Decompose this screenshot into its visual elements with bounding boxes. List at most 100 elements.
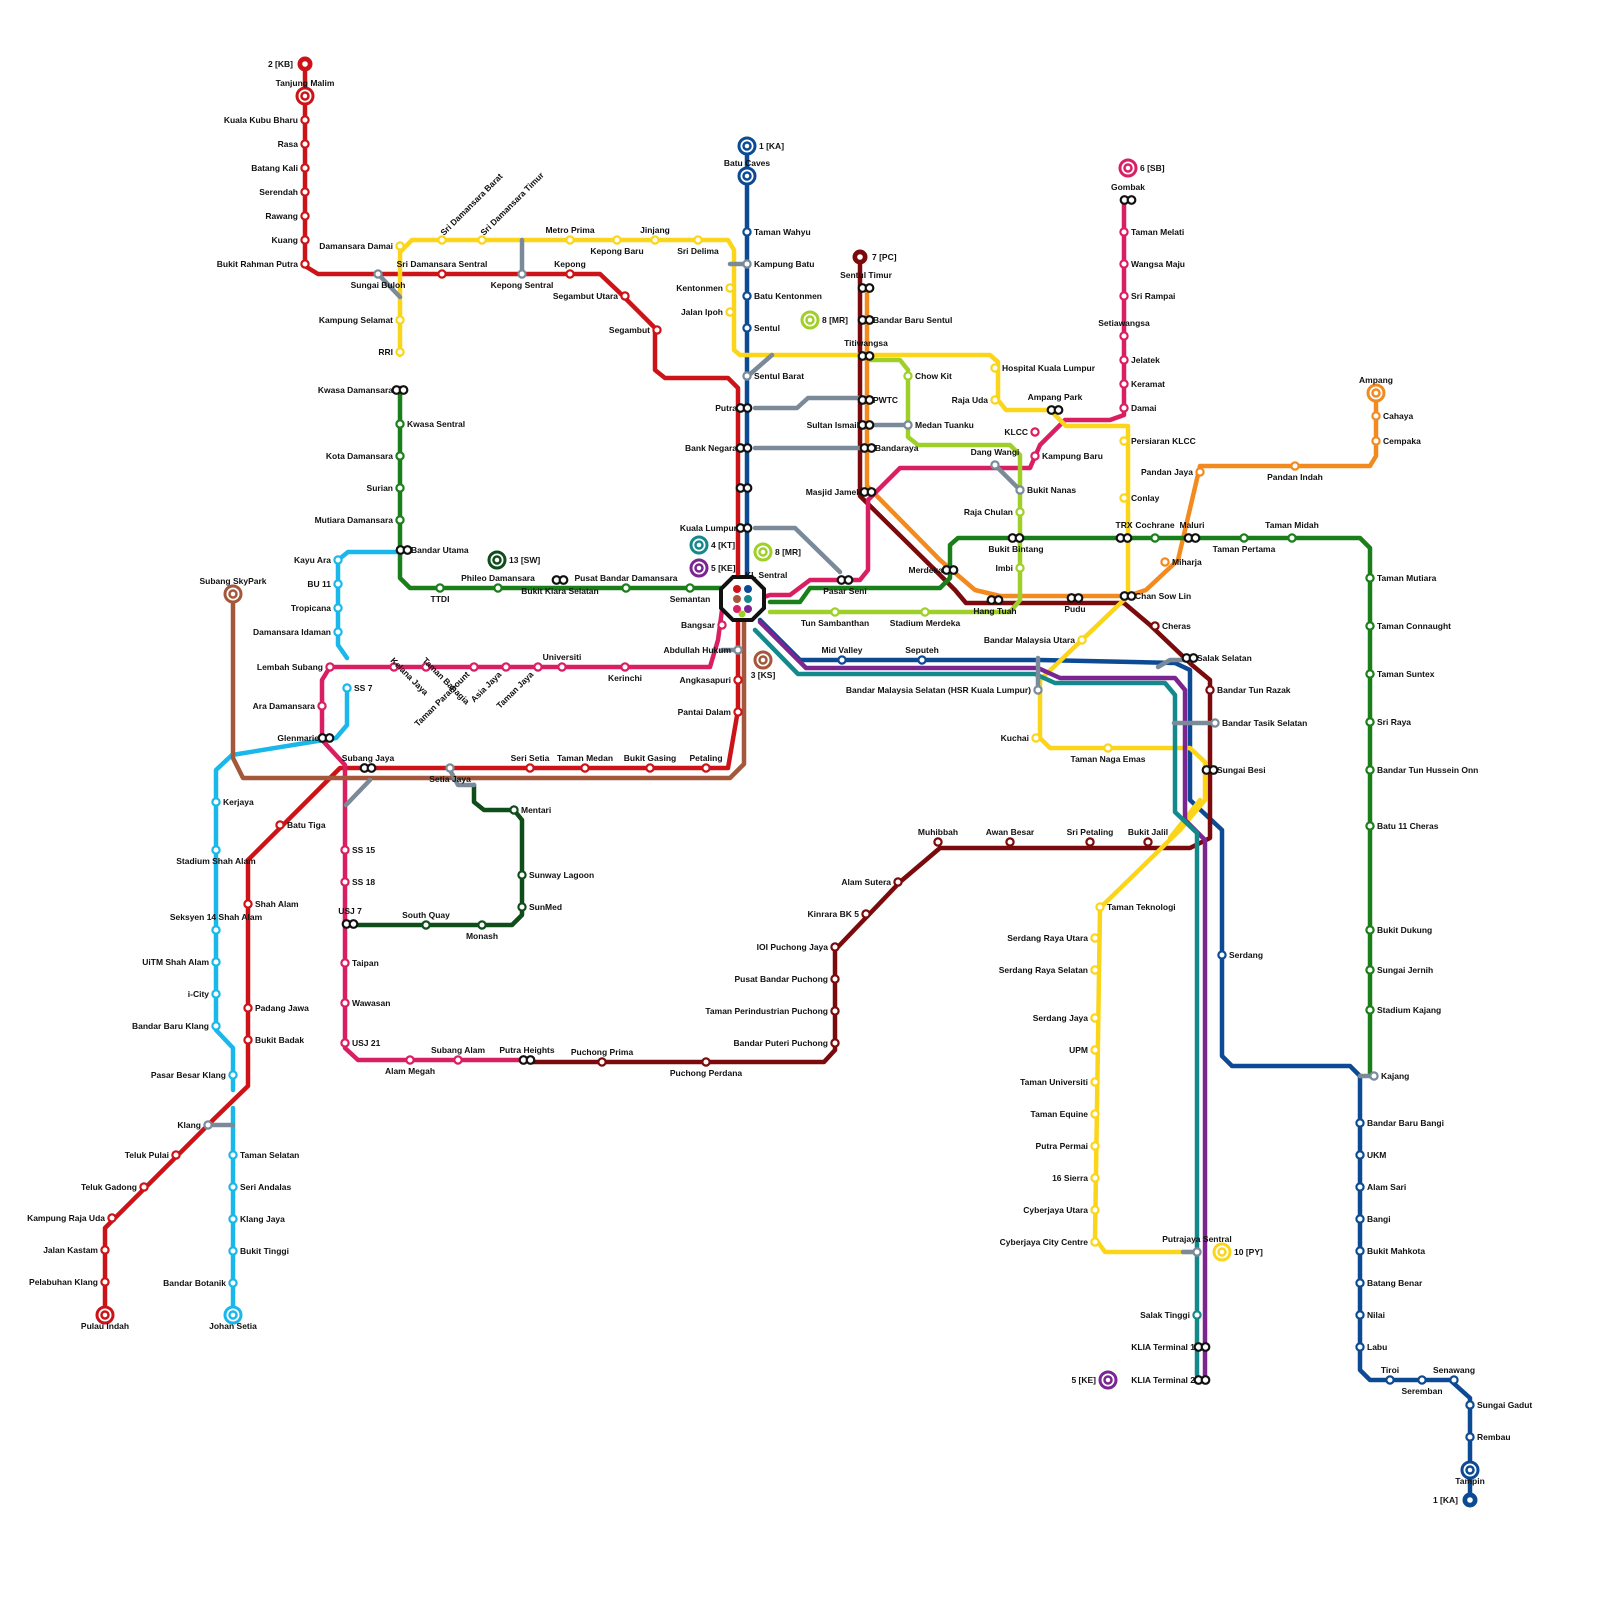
station-metro-prima[interactable] [565, 235, 575, 245]
station-pasar-seni[interactable] [836, 575, 854, 585]
station-sri-damansara-barat[interactable] [437, 235, 447, 245]
station-masjid-jamek[interactable] [859, 487, 877, 497]
station-kajang[interactable] [1369, 1071, 1379, 1081]
station-rri[interactable] [395, 347, 405, 357]
station-pantai-dalam[interactable] [733, 707, 743, 717]
station-taman-paramount[interactable] [469, 662, 479, 672]
terminal-badge[interactable]: 5 [KE] [689, 558, 736, 578]
station-kayu-ara[interactable] [333, 555, 343, 565]
station-bandar-baru-bangi[interactable] [1355, 1118, 1365, 1128]
station-salak-selatan[interactable] [1181, 653, 1199, 663]
station-wawasan[interactable] [340, 998, 350, 1008]
station-puchong-prima[interactable] [597, 1057, 607, 1067]
station-pulau-indah[interactable] [95, 1305, 115, 1325]
kl-sentral-hub[interactable]: KL Sentral [719, 570, 787, 622]
station-tampin[interactable] [1460, 1460, 1480, 1480]
station-seksyen14[interactable] [211, 925, 221, 935]
station-pusat-bandar-puchong[interactable] [830, 974, 840, 984]
station-pusat-bandar-damansara[interactable] [621, 583, 631, 593]
station-bandar-puteri[interactable] [830, 1038, 840, 1048]
station-batu-caves[interactable] [737, 166, 757, 186]
station-pandan-indah[interactable] [1290, 461, 1300, 471]
station-subang-jaya[interactable] [359, 763, 377, 773]
station-klcc[interactable] [1030, 427, 1040, 437]
station-keramat[interactable] [1119, 379, 1129, 389]
station-south-quay[interactable] [421, 920, 431, 930]
station-taman-connaught[interactable] [1365, 621, 1375, 631]
station-ukm[interactable] [1355, 1150, 1365, 1160]
station-bukit-tinggi[interactable] [228, 1246, 238, 1256]
station-bandar-malaysia-utara[interactable] [1077, 635, 1087, 645]
station-bank-negara[interactable] [735, 443, 753, 453]
station-sungai-besi[interactable] [1201, 765, 1219, 775]
station-bukit-kiara-selatan[interactable] [551, 575, 569, 585]
station-tun-sambanthan[interactable] [830, 607, 840, 617]
station-bandar-botanik[interactable] [228, 1278, 238, 1288]
station-kepong-sentral[interactable] [517, 269, 527, 279]
station-bukit-jalil[interactable] [1143, 837, 1153, 847]
station-trx[interactable] [1115, 533, 1133, 543]
station-nilai[interactable] [1355, 1310, 1365, 1320]
station-taman-medan[interactable] [580, 763, 590, 773]
station-serdang-raya-selatan[interactable] [1090, 965, 1100, 975]
station-kerjaya[interactable] [211, 797, 221, 807]
station-bukit-aman[interactable] [735, 483, 753, 493]
station-semantan[interactable] [685, 583, 695, 593]
station-kampung-batu[interactable] [742, 259, 752, 269]
station-taman-selatan[interactable] [228, 1150, 238, 1160]
station-maluri[interactable] [1183, 533, 1201, 543]
station-imbi[interactable] [1015, 563, 1025, 573]
station-jelatek[interactable] [1119, 355, 1129, 365]
station-rasa[interactable] [300, 139, 310, 149]
station-jalan-ipoh[interactable] [725, 307, 735, 317]
station-wangsa-maju[interactable] [1119, 259, 1129, 269]
station-puchong-perdana[interactable] [701, 1057, 711, 1067]
terminal-badge[interactable]: 7 [PC] [852, 249, 897, 265]
station-mid-valley[interactable] [837, 655, 847, 665]
station-teluk-gadong[interactable] [139, 1182, 149, 1192]
station-putra[interactable] [735, 403, 753, 413]
station-bukit-rahman-putra[interactable] [300, 259, 310, 269]
station-cochrane[interactable] [1150, 533, 1160, 543]
station-miharja[interactable] [1160, 557, 1170, 567]
station-conlay[interactable] [1119, 493, 1129, 503]
terminal-badge[interactable]: 8 [MR] [800, 310, 848, 330]
station-sentul[interactable] [742, 323, 752, 333]
station-kampung-selamat[interactable] [395, 315, 405, 325]
station-monash[interactable] [477, 920, 487, 930]
terminal-badge[interactable]: 6 [SB] [1118, 158, 1165, 178]
station-damansara-idaman[interactable] [333, 627, 343, 637]
station-kwasa-damansara[interactable] [391, 385, 409, 395]
station-bukit-nanas[interactable] [1015, 485, 1025, 495]
station-seremban[interactable] [1417, 1375, 1427, 1385]
station-sri-rampai[interactable] [1119, 291, 1129, 301]
station-bangi[interactable] [1355, 1214, 1365, 1224]
station-jalan-kastam[interactable] [100, 1245, 110, 1255]
station-kepong[interactable] [565, 269, 575, 279]
station-sri-delima[interactable] [693, 235, 703, 245]
station-sungai-buloh[interactable] [373, 269, 383, 279]
station-pelabuhan-klang[interactable] [100, 1277, 110, 1287]
station-klia2[interactable] [1193, 1375, 1211, 1385]
terminal-badge[interactable]: 1 [KA] [737, 136, 784, 156]
station-stadium-shah-alam[interactable] [211, 845, 221, 855]
station-dang-wangi[interactable] [990, 460, 1000, 470]
station-alam-megah[interactable] [405, 1055, 415, 1065]
station-taman-perindustrian-puchong[interactable] [830, 1006, 840, 1016]
station-batang-kali[interactable] [300, 163, 310, 173]
terminal-badge[interactable]: 8 [MR] [753, 542, 801, 562]
station-taman-jaya[interactable] [533, 662, 543, 672]
terminal-badge[interactable]: 2 [KB] [268, 56, 313, 72]
station-sunway-lagoon[interactable] [517, 870, 527, 880]
terminal-badge[interactable]: 10 [PY] [1212, 1242, 1263, 1262]
station-glenmarie[interactable] [317, 733, 335, 743]
station-asia-jaya[interactable] [501, 662, 511, 672]
station-bukit-badak[interactable] [243, 1035, 253, 1045]
station-cahaya[interactable] [1371, 411, 1381, 421]
station-ttdi[interactable] [435, 583, 445, 593]
station-klang[interactable] [203, 1120, 213, 1130]
station-setia-jaya[interactable] [445, 763, 455, 773]
station-taman-mutiara[interactable] [1365, 573, 1375, 583]
station-cyberjaya-city-centre[interactable] [1090, 1237, 1100, 1247]
station-sentul-timur[interactable] [857, 283, 875, 293]
